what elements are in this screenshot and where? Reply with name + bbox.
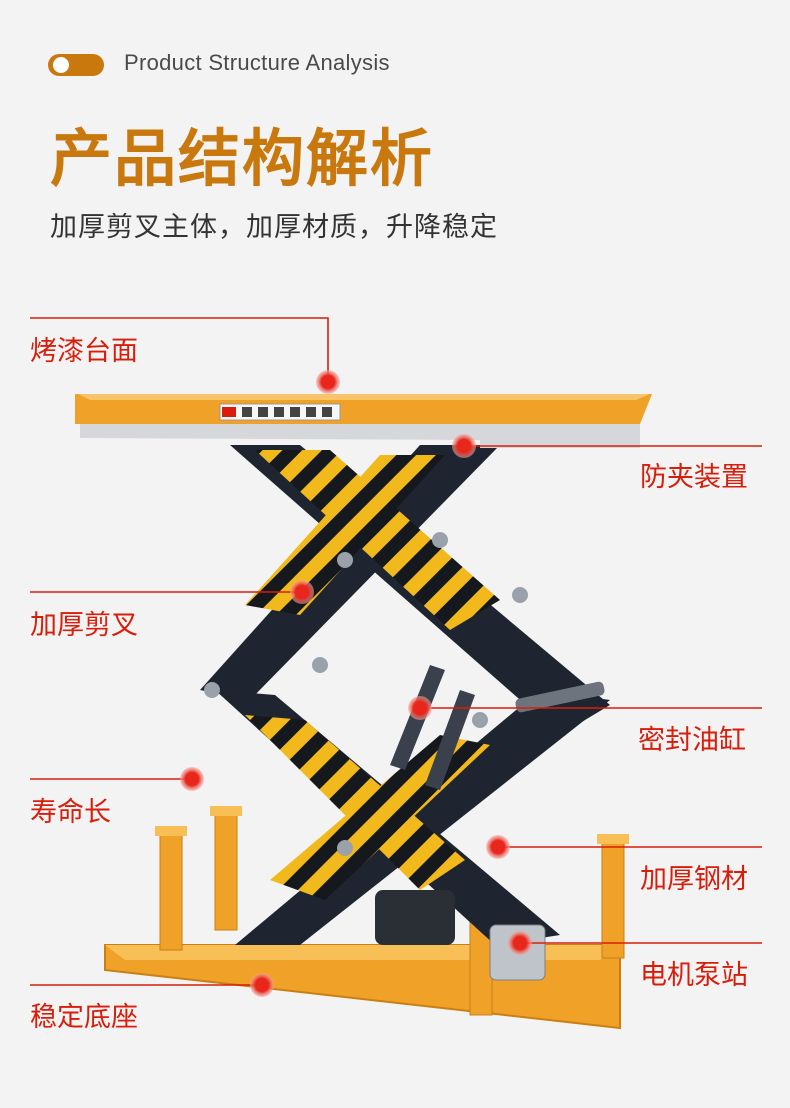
page-subtitle: 加厚剪叉主体，加厚材质，升降稳定 (50, 212, 498, 243)
callout-cylinder: 密封油缸 (638, 725, 746, 756)
callout-table-top: 烤漆台面 (30, 336, 138, 367)
callout-stable-base: 稳定底座 (30, 1002, 138, 1033)
platform-table-top (75, 394, 652, 448)
toggle-pill-icon (48, 54, 104, 76)
callout-pump-station: 电机泵站 (640, 960, 748, 991)
callout-lines (30, 317, 762, 986)
callout-anti-pinch: 防夹装置 (640, 462, 748, 493)
page-title: 产品结构解析 (50, 122, 435, 195)
callout-long-life: 寿命长 (30, 797, 111, 828)
callout-steel: 加厚钢材 (640, 864, 748, 895)
scissor-arms (200, 445, 610, 945)
callout-dots (180, 370, 532, 997)
callout-scissor: 加厚剪叉 (30, 610, 138, 641)
english-title: Product Structure Analysis (124, 50, 390, 75)
